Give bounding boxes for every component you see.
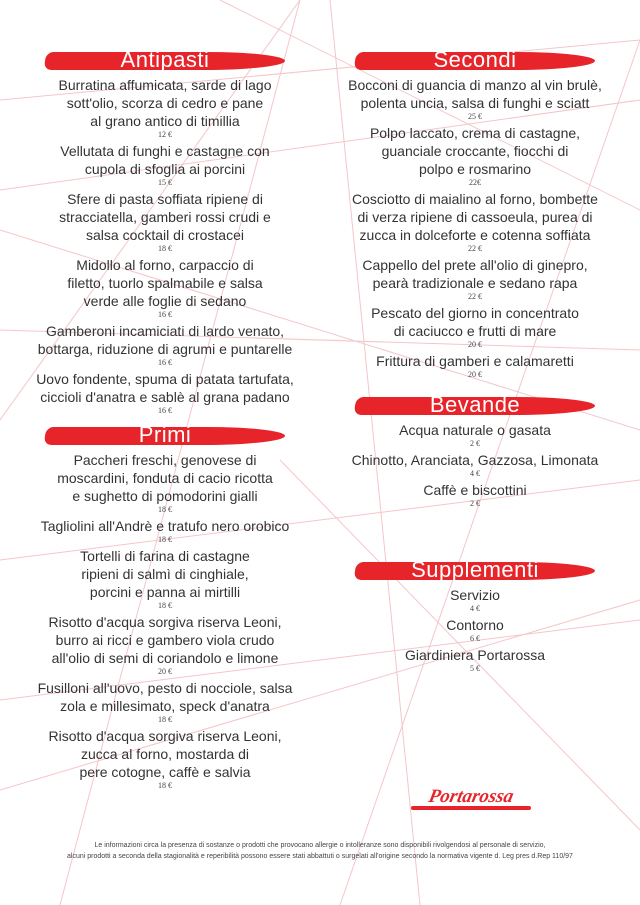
- dish-price: 5 €: [470, 664, 480, 673]
- dish-price: 2 €: [470, 499, 480, 508]
- dish-name: Bocconi di guancia di manzo al vin brulè…: [348, 77, 602, 111]
- dish-price: 4 €: [470, 469, 480, 478]
- dish-name: Cappello del prete all'olio di ginepro, …: [362, 257, 588, 291]
- dish-name: Vellutata di funghi e castagne con cupol…: [60, 143, 270, 177]
- section-header: Bevande: [353, 392, 597, 417]
- dish-name: Uovo fondente, spuma di patata tartufata…: [36, 371, 294, 405]
- dish-name: Giardiniera Portarossa: [404, 647, 546, 663]
- menu-item: Tagliolini all'Andrè e tratufo nero orob…: [5, 517, 325, 544]
- dish-name: Risotto d'acqua sorgiva riserva Leoni, b…: [48, 614, 282, 666]
- menu-item: Risotto d'acqua sorgiva riserva Leoni, b…: [5, 613, 325, 676]
- dish-name: Tagliolini all'Andrè e tratufo nero orob…: [40, 518, 290, 534]
- menu-item: Cosciotto di maialino al forno, bombette…: [315, 190, 635, 253]
- portarossa-logo: Portarossa: [405, 786, 537, 810]
- section-title: Secondi: [433, 47, 517, 72]
- dish-price: 20 €: [158, 667, 172, 676]
- section-header: Supplementi: [353, 557, 597, 582]
- section-title: Bevande: [429, 392, 521, 417]
- menu-item: Uovo fondente, spuma di patata tartufata…: [5, 370, 325, 415]
- logo-text: Portarossa: [426, 786, 516, 807]
- menu-item: Tortelli di farina di castagne ripieni d…: [5, 547, 325, 610]
- section-header: Antipasti: [43, 47, 287, 72]
- menu-item: Cappello del prete all'olio di ginepro, …: [315, 256, 635, 301]
- dish-price: 4 €: [470, 604, 480, 613]
- menu-item: Sfere di pasta soffiata ripiene di strac…: [5, 190, 325, 253]
- dish-price: 20 €: [468, 370, 482, 379]
- dish-price: 22 €: [468, 292, 482, 301]
- dish-name: Midollo al forno, carpaccio di filetto, …: [67, 257, 263, 309]
- dish-price: 22 €: [468, 244, 482, 253]
- dish-name: Pescato del giorno in concentrato di cac…: [371, 305, 579, 339]
- dish-price: 18 €: [158, 781, 172, 790]
- dish-name: Burratina affumicata, sarde di lago sott…: [58, 77, 272, 129]
- menu-item: Vellutata di funghi e castagne con cupol…: [5, 142, 325, 187]
- dish-name: Tortelli di farina di castagne ripieni d…: [80, 548, 250, 600]
- dish-name: Paccheri freschi, genovese di moscardini…: [57, 452, 273, 504]
- dish-name: Acqua naturale o gasata: [399, 422, 551, 438]
- dish-price: 18 €: [158, 715, 172, 724]
- dish-price: 22€: [469, 178, 481, 187]
- menu-item: Pescato del giorno in concentrato di cac…: [315, 304, 635, 349]
- dish-name: Chinotto, Aranciata, Gazzosa, Limonata: [351, 452, 599, 468]
- section-title: Supplementi: [411, 557, 539, 582]
- dish-price: 16 €: [158, 406, 172, 415]
- dish-name: Servizio: [450, 587, 500, 603]
- dish-name: Fusilloni all'uovo, pesto di nocciole, s…: [37, 680, 293, 714]
- dish-name: Frittura di gamberi e calamaretti: [376, 353, 574, 369]
- section-header: Primi: [43, 422, 287, 447]
- dish-price: 25 €: [468, 112, 482, 121]
- dish-name: Cosciotto di maialino al forno, bombette…: [352, 191, 598, 243]
- dish-name: Sfere di pasta soffiata ripiene di strac…: [59, 191, 271, 243]
- dish-name: Gamberoni incamiciati di lardo venato, b…: [37, 323, 293, 357]
- footer-line-2: alcuni prodotti a seconda della stagiona…: [67, 853, 573, 860]
- section-header: Secondi: [353, 47, 597, 72]
- section-title: Antipasti: [120, 47, 210, 72]
- dish-name: Caffè e biscottini: [423, 482, 527, 498]
- dish-price: 20 €: [468, 340, 482, 349]
- menu-item: Risotto d'acqua sorgiva riserva Leoni, z…: [5, 727, 325, 790]
- dish-price: 18 €: [158, 535, 172, 544]
- menu-item: Burratina affumicata, sarde di lago sott…: [5, 76, 325, 139]
- dish-price: 18 €: [158, 244, 172, 253]
- footer-line-1: Le informazioni circa la presenza di sos…: [94, 842, 546, 849]
- dish-name: Risotto d'acqua sorgiva riserva Leoni, z…: [48, 728, 282, 780]
- menu-item: Polpo laccato, crema di castagne, guanci…: [315, 124, 635, 187]
- dish-name: Polpo laccato, crema di castagne, guanci…: [369, 125, 581, 177]
- dish-price: 2 €: [470, 439, 480, 448]
- dish-price: 16 €: [158, 358, 172, 367]
- dish-price: 18 €: [158, 601, 172, 610]
- dish-price: 18 €: [158, 505, 172, 514]
- menu-item: Midollo al forno, carpaccio di filetto, …: [5, 256, 325, 319]
- allergen-footer: Le informazioni circa la presenza di sos…: [0, 840, 640, 862]
- dish-price: 16 €: [158, 310, 172, 319]
- dish-price: 12 €: [158, 130, 172, 139]
- menu-item: Fusilloni all'uovo, pesto di nocciole, s…: [5, 679, 325, 724]
- menu-item: Bocconi di guancia di manzo al vin brulè…: [315, 76, 635, 121]
- menu-item: Paccheri freschi, genovese di moscardini…: [5, 451, 325, 514]
- section-title: Primi: [138, 422, 192, 447]
- dish-price: 15 €: [158, 178, 172, 187]
- menu-item: Gamberoni incamiciati di lardo venato, b…: [5, 322, 325, 367]
- dish-price: 6 €: [470, 634, 480, 643]
- dish-name: Contorno: [446, 617, 504, 633]
